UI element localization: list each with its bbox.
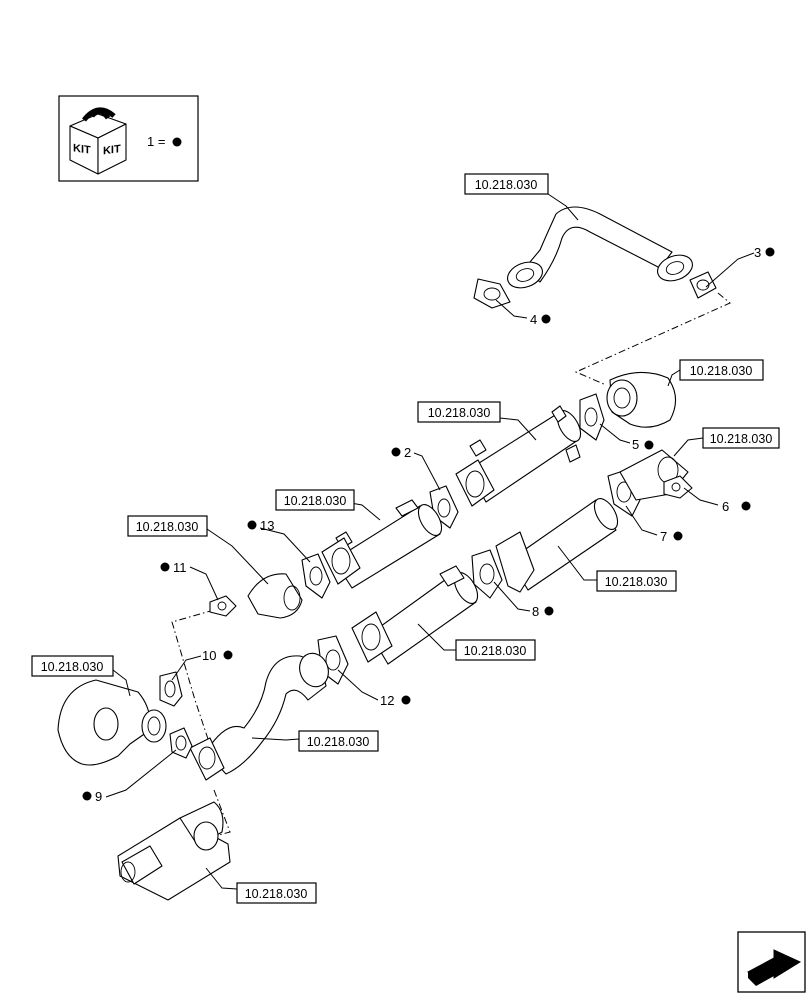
svg-text:10: 10 bbox=[202, 648, 216, 663]
callout-2[interactable]: 2 bbox=[391, 445, 412, 460]
kit-label-right: KIT bbox=[103, 143, 121, 157]
callout-6[interactable]: 6 bbox=[722, 499, 751, 514]
svg-text:12: 12 bbox=[380, 693, 394, 708]
reference-box-elbow-large[interactable]: 10.218.030 bbox=[31, 655, 114, 677]
callout-4[interactable]: 4 bbox=[530, 312, 551, 327]
reference-box-cooler-middle[interactable]: 10.218.030 bbox=[275, 489, 355, 511]
elbow-small-left bbox=[247, 573, 303, 619]
svg-text:6: 6 bbox=[722, 499, 729, 514]
callout-13[interactable]: 13 bbox=[247, 518, 275, 533]
callout-9[interactable]: 9 bbox=[82, 789, 103, 804]
reference-box-elbow-small[interactable]: 10.218.030 bbox=[127, 515, 208, 537]
reference-box-cooler-lower-middle[interactable]: 10.218.030 bbox=[455, 639, 536, 661]
egr-cooler-lower-middle bbox=[369, 565, 479, 665]
callout-8[interactable]: 8 bbox=[532, 604, 554, 619]
kit-label-left: KIT bbox=[73, 142, 91, 156]
next-page-arrow-icon[interactable] bbox=[737, 931, 806, 993]
svg-text:3: 3 bbox=[754, 245, 761, 260]
egr-cooler-upper bbox=[467, 405, 582, 503]
svg-text:8: 8 bbox=[532, 604, 539, 619]
reference-box-elbow-right[interactable]: 10.218.030 bbox=[679, 359, 764, 381]
s-pipe-bottom bbox=[189, 652, 329, 781]
svg-text:2: 2 bbox=[404, 445, 411, 460]
svg-text:10.218.030: 10.218.030 bbox=[284, 494, 347, 508]
kit-dot-icon bbox=[172, 137, 182, 147]
gasket-3 bbox=[689, 271, 717, 299]
svg-text:10.218.030: 10.218.030 bbox=[428, 406, 491, 420]
kit-legend: KIT KIT 1 = bbox=[58, 95, 199, 182]
svg-text:10.218.030: 10.218.030 bbox=[41, 660, 104, 674]
callout-12[interactable]: 12 bbox=[380, 693, 411, 708]
reference-box-cooler-upper[interactable]: 10.218.030 bbox=[417, 401, 501, 423]
gasket-8 bbox=[471, 549, 503, 599]
reference-box-cooler-lower-right[interactable]: 10.218.030 bbox=[596, 570, 677, 592]
gasket-13 bbox=[301, 553, 331, 599]
elbow-housing-right bbox=[606, 371, 677, 428]
gasket-5 bbox=[579, 393, 605, 441]
flange-upper-left bbox=[455, 459, 495, 507]
gasket-6 bbox=[663, 475, 693, 499]
svg-text:10.218.030: 10.218.030 bbox=[605, 575, 668, 589]
callout-5[interactable]: 5 bbox=[632, 437, 654, 452]
gasket-9 bbox=[169, 727, 193, 759]
svg-text:9: 9 bbox=[95, 789, 102, 804]
reference-box-top[interactable]: 10.218.030 bbox=[464, 173, 549, 195]
svg-text:10.218.030: 10.218.030 bbox=[136, 520, 199, 534]
assembly-lines bbox=[171, 292, 731, 837]
svg-text:10.218.030: 10.218.030 bbox=[475, 178, 538, 192]
svg-text:11: 11 bbox=[173, 560, 187, 575]
svg-text:10.218.030: 10.218.030 bbox=[245, 887, 308, 901]
svg-text:5: 5 bbox=[632, 437, 639, 452]
kit-equation-text: 1 = bbox=[147, 134, 165, 149]
callout-10[interactable]: 10 bbox=[202, 648, 233, 663]
callout-11[interactable]: 11 bbox=[160, 560, 187, 575]
egr-valve-bottom bbox=[117, 801, 231, 901]
svg-text:4: 4 bbox=[530, 312, 537, 327]
svg-text:10.218.030: 10.218.030 bbox=[464, 644, 527, 658]
gasket-4 bbox=[473, 278, 511, 309]
reference-box-s-pipe[interactable]: 10.218.030 bbox=[298, 730, 379, 752]
callout-7[interactable]: 7 bbox=[660, 529, 683, 544]
svg-text:10.218.030: 10.218.030 bbox=[307, 735, 370, 749]
gasket-11 bbox=[209, 595, 237, 617]
flange-lower-middle-left bbox=[351, 611, 393, 663]
callout-3[interactable]: 3 bbox=[754, 245, 775, 260]
reference-box-housing-6[interactable]: 10.218.030 bbox=[702, 427, 780, 449]
parts-drawing bbox=[57, 206, 717, 901]
reference-box-egr-valve[interactable]: 10.218.030 bbox=[236, 882, 317, 904]
elbow-large-left bbox=[57, 679, 167, 766]
egr-cooler-lower-right bbox=[495, 498, 619, 593]
crossover-pipe-top bbox=[507, 206, 693, 289]
svg-text:7: 7 bbox=[660, 529, 667, 544]
svg-text:13: 13 bbox=[260, 518, 274, 533]
leader-lines bbox=[105, 193, 755, 890]
gasket-10 bbox=[159, 671, 183, 707]
svg-text:10.218.030: 10.218.030 bbox=[690, 364, 753, 378]
kit-box-icon: KIT KIT bbox=[69, 107, 127, 175]
svg-text:10.218.030: 10.218.030 bbox=[710, 432, 773, 446]
flange-middle-left bbox=[321, 537, 361, 585]
